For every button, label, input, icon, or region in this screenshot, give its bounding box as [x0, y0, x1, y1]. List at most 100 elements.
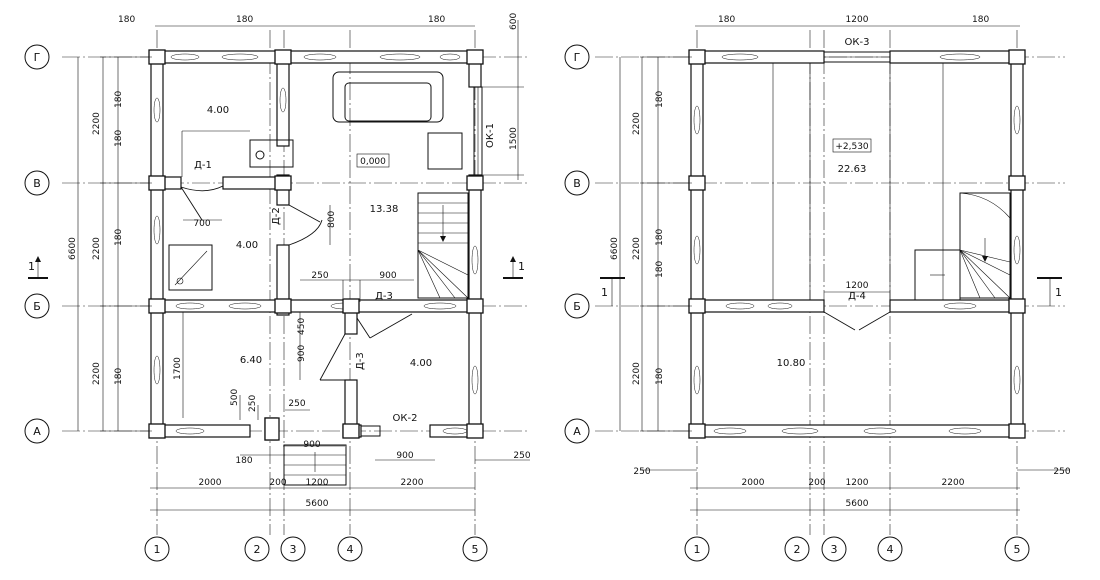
room-main-area-upper: 22.63 [838, 164, 867, 175]
axis-label-2: 2 [254, 543, 261, 556]
bottom-dim-2000-upper: 2000 [742, 478, 765, 488]
dim-450: 450 [297, 318, 307, 335]
section-markers [28, 256, 523, 279]
bottom-dim-2200-upper: 2200 [942, 478, 965, 488]
door-d4-label: Д-4 [848, 291, 866, 302]
bottom-dim-1200: 1200 [306, 478, 329, 488]
door-d2-label: Д-2 [271, 207, 282, 225]
top-dim-180-l: 180 [718, 15, 735, 25]
dim-900a: 900 [379, 271, 396, 281]
walls-upper [689, 50, 1025, 438]
window-ok3 [823, 51, 891, 63]
axis-label-b-upper: Б [573, 300, 581, 313]
staircase [283, 192, 469, 486]
axis-label-a-upper: А [573, 425, 581, 438]
bottom-dim-total: 5600 [306, 499, 329, 509]
section-label-right-upper: 1 [1055, 286, 1062, 299]
left-dim-sub-3-upper: 180 [655, 261, 665, 278]
section-label-right: 1 [518, 260, 525, 273]
top-dim-1200: 1200 [846, 15, 869, 25]
left-dim-sub-4: 180 [114, 368, 124, 385]
dim-250c: 250 [288, 399, 305, 409]
dim-900d: 900 [396, 451, 413, 461]
upper-floor-plan: Г В Б А 1 2 3 4 5 180 1200 180 6600 2200… [564, 15, 1071, 562]
doors [180, 185, 413, 381]
dim-500: 500 [230, 389, 240, 406]
dim-250a: 250 [311, 271, 328, 281]
axis-label-v: В [33, 177, 41, 190]
level-mark: 0,000 [360, 157, 386, 167]
fixtures [168, 71, 463, 291]
upper-floor-text: Г В Б А 1 2 3 4 5 180 1200 180 6600 2200… [573, 15, 1071, 556]
axis-label-1: 1 [154, 543, 161, 556]
left-dim-seg-1-upper: 2200 [632, 112, 642, 135]
ground-floor-plan: Г В Б А 1 2 3 4 5 180 180 180 600 1500 6… [24, 13, 531, 562]
dim-900b: 900 [297, 345, 307, 362]
top-dim-2: 180 [236, 15, 253, 25]
left-dim-sub-1: 180 [114, 91, 124, 108]
axis-label-a: А [33, 425, 41, 438]
top-dim-1: 180 [118, 15, 135, 25]
left-dim-sub-2-upper: 180 [655, 229, 665, 246]
ground-floor-text: Г В Б А 1 2 3 4 5 180 180 180 600 1500 6… [28, 13, 531, 556]
room-lower-left-area: 6.40 [240, 355, 262, 366]
room-upper-area: 4.00 [207, 105, 229, 116]
dim-700: 700 [193, 219, 210, 229]
dim-180: 180 [235, 456, 252, 466]
axis-label-3: 3 [290, 543, 297, 556]
corner-posts [148, 49, 484, 441]
wood-grain-upper [693, 53, 1021, 435]
right-dim-1500: 1500 [509, 127, 519, 150]
bottom-dim-200-upper: 200 [808, 478, 825, 488]
wood-grain [153, 53, 479, 435]
bottom-dim-200: 200 [269, 478, 286, 488]
axis-label-v-upper: В [573, 177, 581, 190]
axis-label-5: 5 [472, 543, 479, 556]
left-dim-seg-2: 2200 [92, 237, 102, 260]
section-markers-upper [600, 277, 1062, 306]
room-main-area: 13.38 [370, 204, 399, 215]
dim-900c: 900 [303, 440, 320, 450]
window-ok3-label: ОК-3 [845, 37, 870, 48]
roof-lines [772, 63, 944, 300]
top-dim-600: 600 [509, 13, 519, 30]
dimension-lines-upper [619, 25, 1070, 511]
room-lower-area-upper: 10.80 [777, 358, 806, 369]
axis-label-4: 4 [347, 543, 354, 556]
dim-1200-door: 1200 [846, 281, 869, 291]
door-d1-label: Д-1 [194, 160, 212, 171]
axis-bubbles-upper [564, 44, 1030, 562]
axis-label-g-upper: Г [574, 51, 581, 64]
section-label-left-upper: 1 [601, 286, 608, 299]
left-dim-sub-2: 180 [114, 130, 124, 147]
dimension-lines [77, 20, 530, 511]
room-lower-right-area: 4.00 [410, 358, 432, 369]
room-mid-area: 4.00 [236, 240, 258, 251]
dim-250b: 250 [248, 395, 258, 412]
left-dim-seg-3: 2200 [92, 362, 102, 385]
left-dim-sub-1-upper: 180 [655, 91, 665, 108]
window-ok1-label: ОК-1 [485, 123, 496, 148]
left-dim-seg-3-upper: 2200 [632, 362, 642, 385]
axis-bubbles [24, 44, 488, 562]
axis-label-4-upper: 4 [887, 543, 894, 556]
axis-label-1-upper: 1 [694, 543, 701, 556]
axis-label-5-upper: 5 [1014, 543, 1021, 556]
dim-250-right-upper: 250 [1053, 467, 1070, 477]
bottom-dim-2200: 2200 [401, 478, 424, 488]
bottom-dim-1200-upper: 1200 [846, 478, 869, 488]
axis-label-g: Г [34, 51, 41, 64]
level-mark-upper: +2,530 [835, 142, 869, 152]
left-dim-seg-1: 2200 [92, 112, 102, 135]
dim-800: 800 [327, 211, 337, 228]
door-d3-label-a: Д-3 [375, 291, 393, 302]
top-dim-3: 180 [428, 15, 445, 25]
bottom-dim-total-upper: 5600 [846, 499, 869, 509]
left-dim-sub-3: 180 [114, 229, 124, 246]
top-dim-180-r: 180 [972, 15, 989, 25]
left-dim-total-upper: 6600 [610, 237, 620, 260]
door-d3-label-b: Д-3 [355, 352, 366, 370]
windows [360, 86, 483, 437]
left-dim-1700: 1700 [173, 357, 183, 380]
